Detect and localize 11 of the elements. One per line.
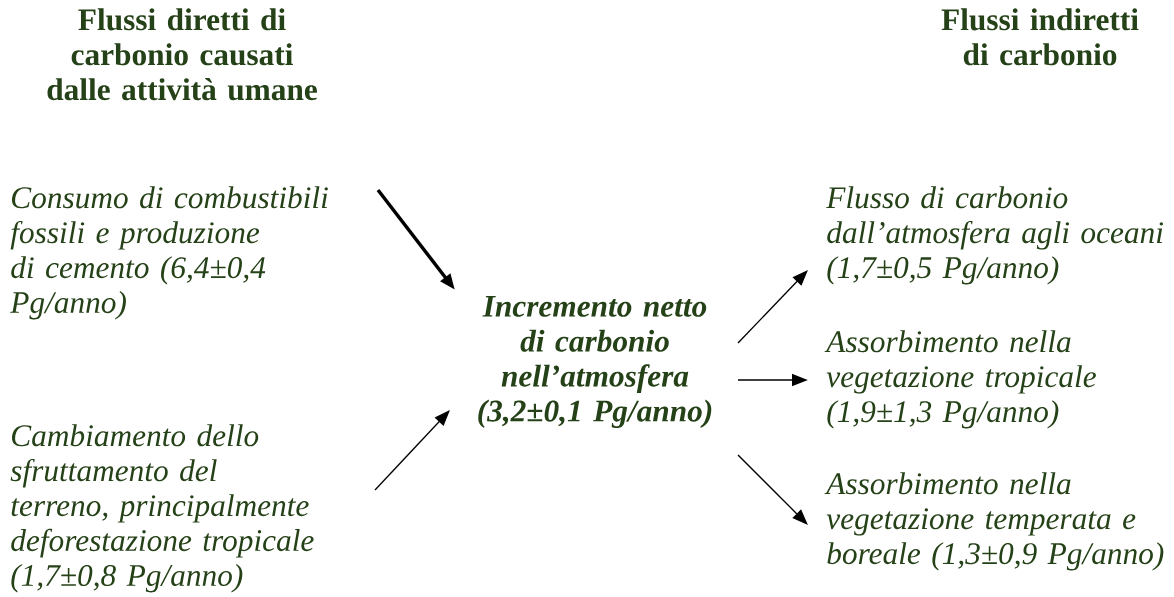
column-heading: Flussi diretti di carbonio causati dalle attività umane: [47, 8, 317, 101]
flux-text: Cambiamento dello sfruttamento del terreno, principalmente deforestazione tropicale (1,7±0,8 Pg/anno): [10, 424, 314, 593]
flux-text: Assorbimento nella vegetazione tropicale (1,9±1,3 Pg/anno): [824, 330, 1096, 429]
arrow: [374, 410, 450, 491]
flux-text: Consumo di combustibili fossili e produzione di cemento (6,4±0,4 Pg/anno): [10, 186, 328, 320]
center-text: Incremento netto di carbonio nell’atmosfera (3,2±0,1 Pg/anno): [478, 296, 712, 428]
flux-text: Flusso di carbonio dall’atmosfera agli oceani (1,7±0,5 Pg/anno): [826, 186, 1163, 285]
arrow: [737, 270, 808, 344]
flux-text: Assorbimento nella vegetazione temperata e boreale (1,3±0,9 Pg/anno): [824, 472, 1164, 571]
arrow: [737, 454, 808, 525]
column-heading: Flussi indiretti di carbonio: [941, 8, 1139, 66]
